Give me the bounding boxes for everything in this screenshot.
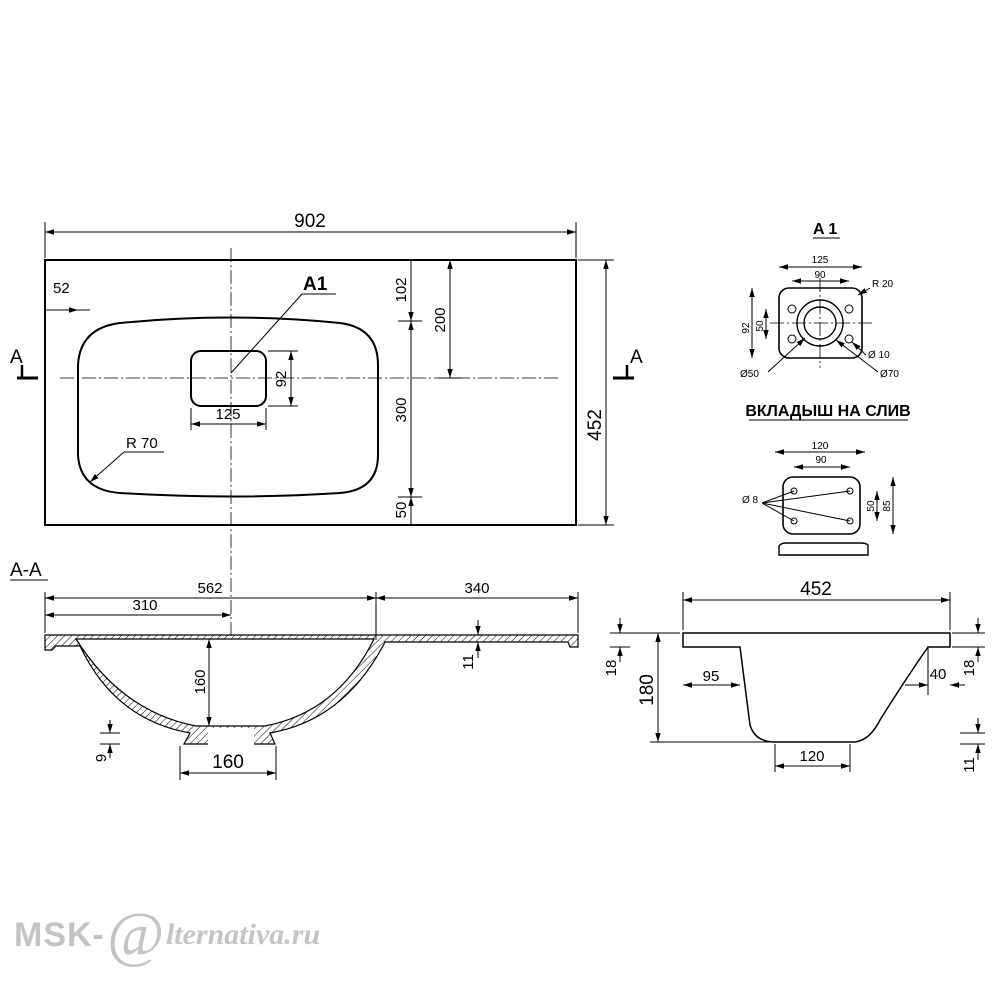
step-label: 9 bbox=[93, 754, 110, 762]
left-length-label: 562 bbox=[197, 580, 222, 597]
insert-hole-bl bbox=[790, 517, 798, 525]
bowl-half-label: 310 bbox=[132, 597, 157, 614]
detail-hd-label: Ø 10 bbox=[868, 350, 890, 361]
detail-hole-bl bbox=[787, 334, 797, 344]
back-depth-label: 102 bbox=[393, 277, 410, 302]
deck-thickness-label: 11 bbox=[460, 654, 477, 670]
watermark-at-icon: @ bbox=[106, 901, 164, 969]
insert-hs-label: 90 bbox=[815, 455, 827, 466]
detail-a1: A 1 125 90 R 20 92 50 Ø 10 Ø70 Ø50 bbox=[740, 221, 899, 380]
detail-hd-leader bbox=[851, 341, 867, 356]
bowl-length-label: 300 bbox=[393, 397, 410, 422]
side-height-label: 180 bbox=[637, 674, 658, 706]
radius-leader bbox=[89, 451, 125, 483]
svg-text:A: A bbox=[630, 347, 643, 368]
section-mark-left: A bbox=[10, 347, 38, 380]
side-front-label: 40 bbox=[930, 666, 947, 683]
side-profile bbox=[682, 632, 951, 743]
drain-recess bbox=[190, 350, 267, 407]
detail-leader bbox=[230, 293, 303, 374]
insert-plate bbox=[782, 476, 861, 535]
depth-label: 452 bbox=[585, 409, 606, 441]
side-width-label: 452 bbox=[800, 579, 832, 600]
insert-ray-2 bbox=[761, 490, 795, 504]
bowl-outline bbox=[77, 316, 379, 498]
detail-hole-tr bbox=[844, 304, 854, 314]
side-rim-r-label: 18 bbox=[961, 660, 978, 677]
width-label: 902 bbox=[294, 211, 326, 232]
insert-w-label: 120 bbox=[812, 441, 829, 452]
bowl-depth-label: 160 bbox=[192, 669, 209, 694]
insert-title: ВКЛАДЫШ НА СЛИВ bbox=[745, 403, 910, 420]
section-drain-width-label: 160 bbox=[212, 752, 244, 773]
side-bottom-width-label: 120 bbox=[799, 748, 824, 765]
section-aa: A-A 562 340 310 160 11 9 1 bbox=[10, 560, 579, 780]
insert-hole-tl bbox=[790, 487, 798, 495]
drain-opening bbox=[208, 728, 254, 746]
insert-d-label: 85 bbox=[882, 500, 893, 512]
watermark-logo: MSK- @ lternativa.ru bbox=[14, 895, 320, 975]
detail-r-label: R 20 bbox=[872, 279, 894, 290]
side-rim-label: 18 bbox=[603, 660, 620, 677]
svg-text:A: A bbox=[10, 347, 23, 368]
watermark-tail: lternativa.ru bbox=[165, 918, 321, 951]
front-depth-label: 50 bbox=[393, 502, 410, 519]
detail-outer-ring bbox=[796, 299, 844, 347]
detail-hole-br bbox=[844, 334, 854, 344]
insert-screw-label: Ø 8 bbox=[742, 495, 759, 506]
detail-inner-ring bbox=[803, 306, 837, 340]
insert-ray-4 bbox=[761, 502, 851, 522]
side-bottom-label: 11 bbox=[961, 757, 978, 773]
detail-od-leader bbox=[835, 339, 879, 373]
right-length-label: 340 bbox=[464, 580, 489, 597]
detail-hs-label: 90 bbox=[814, 270, 826, 281]
detail-r-leader bbox=[857, 287, 871, 296]
detail-cd-leader bbox=[767, 337, 806, 373]
detail-hole-tl bbox=[787, 304, 797, 314]
watermark-brand: MSK- bbox=[14, 915, 105, 954]
center-depth-label: 200 bbox=[432, 307, 449, 332]
section-mark-right: A bbox=[613, 347, 643, 380]
drain-width-label: 125 bbox=[215, 406, 240, 423]
insert-hv-label: 50 bbox=[866, 500, 877, 512]
drain-depth-label: 92 bbox=[273, 371, 290, 388]
insert-ray-3 bbox=[761, 502, 795, 522]
section-title: A-A bbox=[10, 560, 42, 581]
section-bowl-inner bbox=[74, 638, 375, 727]
countertop-outline bbox=[44, 259, 577, 526]
detail-hv-label: 50 bbox=[755, 320, 766, 332]
top-view: 902 452 52 102 300 50 200 A1 92 bbox=[10, 211, 643, 640]
detail-title: A 1 bbox=[813, 221, 837, 238]
insert-hole-br bbox=[846, 517, 854, 525]
offset-label: 52 bbox=[53, 280, 70, 297]
radius-label: R 70 bbox=[126, 435, 158, 452]
drain-insert: ВКЛАДЫШ НА СЛИВ Ø 8 120 90 50 85 bbox=[742, 403, 911, 556]
detail-w-label: 125 bbox=[812, 255, 829, 266]
side-section: 452 18 180 95 40 18 11 12 bbox=[603, 579, 985, 773]
detail-od-label: Ø70 bbox=[880, 369, 899, 380]
insert-side-profile bbox=[778, 542, 869, 556]
detail-ref-label: A1 bbox=[303, 274, 328, 295]
insert-ray-1 bbox=[761, 490, 851, 504]
detail-d-label: 92 bbox=[741, 322, 752, 334]
side-back-label: 95 bbox=[703, 668, 720, 685]
detail-cd-label: Ø50 bbox=[740, 369, 759, 380]
